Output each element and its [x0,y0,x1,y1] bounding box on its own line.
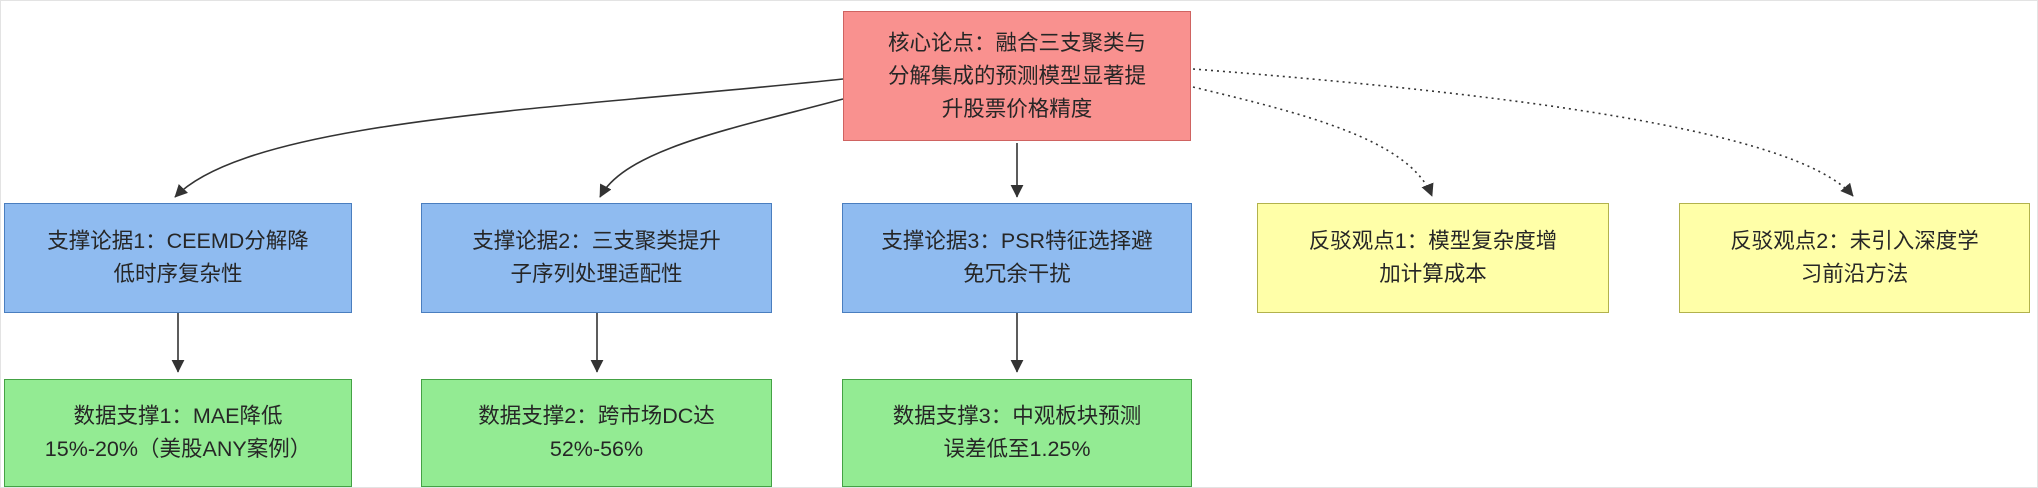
data-node-2: 数据支撑2：跨市场DC达 52%-56% [421,379,772,487]
node-label-line: 数据支撑2：跨市场DC达 [478,404,715,428]
data-node-1: 数据支撑1：MAE降低 15%-20%（美股ANY案例） [4,379,352,487]
node-label-line: 加计算成本 [1379,262,1487,286]
support-node-2: 支撑论据2：三支聚类提升 子序列处理适配性 [421,203,772,313]
node-label-line: 52%-56% [549,437,644,461]
node-label-line: 反驳观点2：未引入深度学 [1730,229,1979,253]
node-label-line: 数据支撑1：MAE降低 [73,404,283,428]
node-label-line: 误差低至1.25% [943,437,1091,461]
node-label-line: 低时序复杂性 [113,262,243,286]
node-label-line: 分解集成的预测模型显著提 [887,63,1146,88]
node-label-line: 反驳观点1：模型复杂度增 [1308,229,1558,253]
node-label-line: 15%-20%（美股ANY案例） [44,437,312,461]
support-node-3: 支撑论据3：PSR特征选择避 免冗余干扰 [842,203,1192,313]
node-label-line: 升股票价格精度 [941,96,1093,121]
node-label-line: 习前沿方法 [1800,262,1909,286]
node-label-line: 子序列处理适配性 [510,262,683,286]
support-node-1: 支撑论据1：CEEMD分解降 低时序复杂性 [4,203,352,313]
core-claim-node: 核心论点：融合三支聚类与 分解集成的预测模型显著提 升股票价格精度 [843,11,1191,141]
node-label-line: 支撑论据1：CEEMD分解降 [47,229,309,253]
arrow-core-to-counter-1 [1192,86,1434,197]
arrow-core-to-support-2 [599,98,844,198]
node-label-line: 免冗余干扰 [963,262,1071,286]
node-label-line: 支撑论据3：PSR特征选择避 [881,229,1153,253]
counter-node-1: 反驳观点1：模型复杂度增 加计算成本 [1257,203,1609,313]
node-label-line: 支撑论据2：三支聚类提升 [472,229,721,253]
arrow-core-to-counter-2 [1192,68,1854,197]
data-node-3: 数据支撑3：中观板块预测 误差低至1.25% [842,379,1192,487]
node-label-line: 核心论点：融合三支聚类与 [887,30,1146,55]
counter-node-2: 反驳观点2：未引入深度学 习前沿方法 [1679,203,2030,313]
node-label-line: 数据支撑3：中观板块预测 [892,404,1142,428]
arrow-core-to-support-1 [174,78,844,198]
